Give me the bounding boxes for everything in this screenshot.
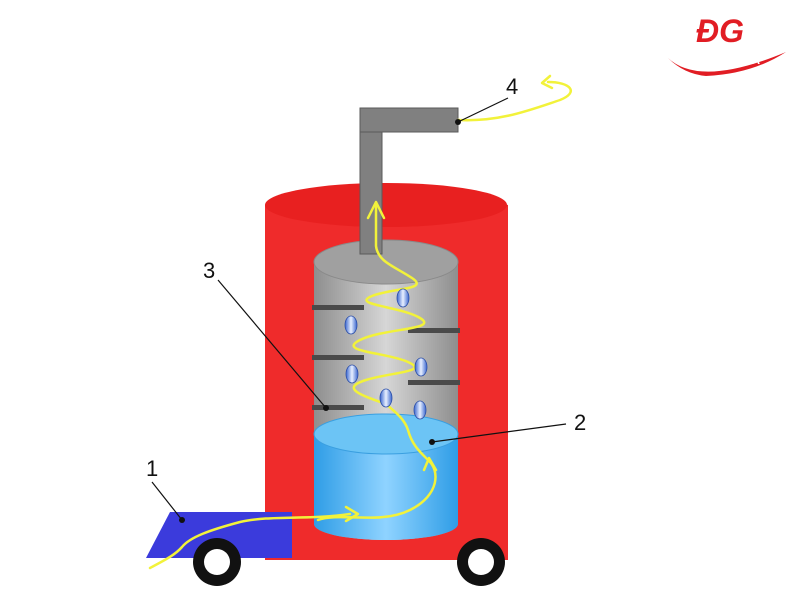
liquid-reservoir [313,413,459,540]
airflow-reservoir-line [316,402,437,522]
leader-line [217,279,327,409]
callout-number: 1 [146,456,158,481]
baffle-plate [408,328,460,333]
callout-dot [179,517,185,523]
outer-shell-rim [265,183,507,227]
wheel-left [193,538,241,586]
droplet [379,388,393,408]
droplet [413,400,427,420]
callout-number: 4 [506,74,518,99]
airflow-zigzag-line [352,203,426,406]
droplet [414,357,428,377]
airflow-path [148,74,573,570]
callout-dot [455,119,461,125]
airflow-arrow [344,505,360,523]
baffle-plate [312,305,364,310]
callout-number: 2 [574,410,586,435]
wheel-right [457,538,505,586]
droplet [345,364,359,384]
liquid-surface [313,413,459,455]
liquid-bottom [314,508,458,540]
outlet-pipe-horizontal [359,107,459,133]
callout-dot [323,405,329,411]
baffle-plate [312,405,364,410]
airflow-inlet-line [148,512,352,570]
baffle-plates [312,305,460,410]
airflow-outlet-line [456,80,573,122]
callout-dot [429,439,435,445]
baffle-plate [312,355,364,360]
droplet [344,315,358,335]
droplet [396,288,410,308]
callout-2: 2 [429,410,586,445]
wheels [193,538,505,586]
leader-line [457,97,509,123]
callout-1: 1 [146,456,185,523]
airflow-arrow [540,74,554,90]
outlet-pipe [359,107,459,255]
leader-line [431,423,567,443]
callout-number: 3 [203,258,215,283]
airflow-arrow [366,200,386,220]
logo-mark: ĐG [696,13,744,49]
leader-line [151,481,183,521]
droplets [344,288,428,420]
logo-swoosh [668,52,786,76]
baffle-plate [408,380,460,385]
logo-name: ĐẶNG GIA [700,52,760,67]
callout-4: 4 [455,74,518,125]
brand-logo: ĐG ĐẶNG GIA [668,13,786,76]
callout-3: 3 [203,258,329,411]
airflow-arrow [422,456,438,472]
